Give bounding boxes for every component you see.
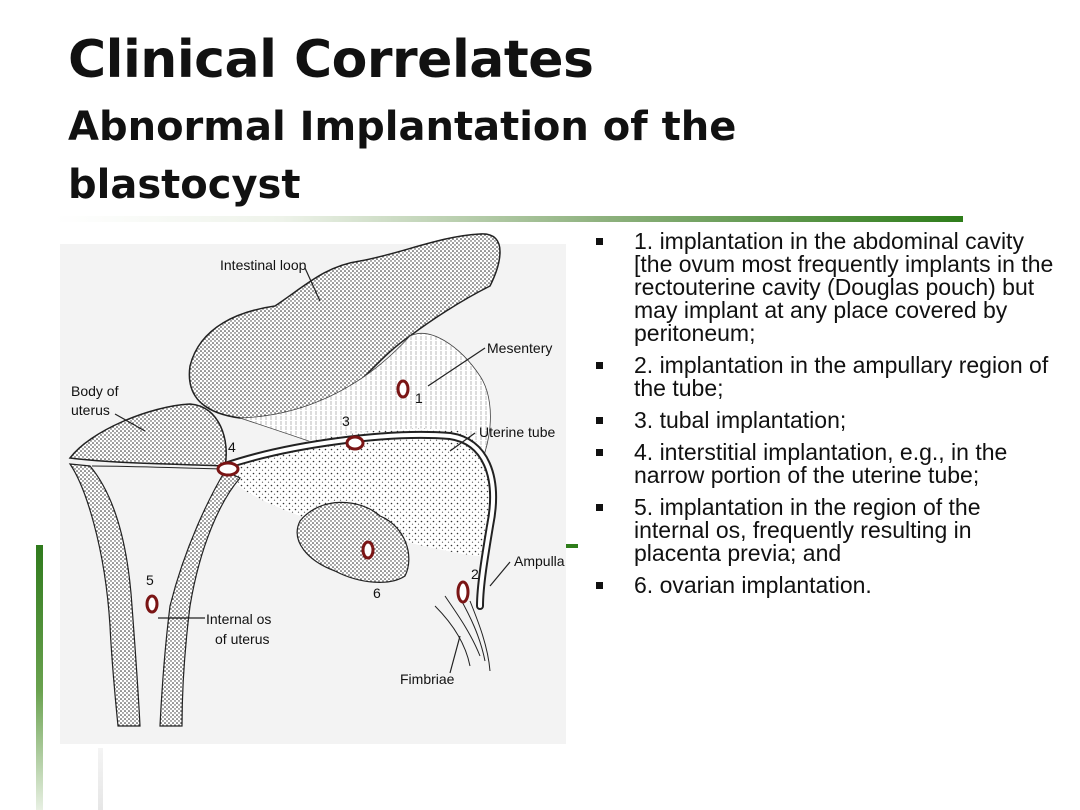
bullet-square-icon	[596, 417, 603, 424]
uterus-left-wall	[68, 463, 141, 727]
label-ampulla: Ampulla	[514, 553, 565, 569]
list-item-text: 6. ovarian implantation.	[634, 572, 872, 598]
bullet-square-icon	[596, 238, 603, 245]
tube-region-shape	[220, 428, 491, 556]
uterine-tube-lumen	[223, 432, 495, 608]
list-item: 1. implantation in the abdominal cavity …	[590, 230, 1060, 345]
list-item-text: 1. implantation in the abdominal cavity …	[634, 228, 1054, 346]
site-number-2: 2	[471, 566, 479, 582]
implantation-site-6	[361, 540, 375, 560]
site-number-3: 3	[342, 413, 350, 429]
implantation-site-4	[216, 461, 240, 477]
list-item: 5. implantation in the region of the int…	[590, 496, 1060, 565]
label-internal-os-2: of uterus	[215, 631, 269, 647]
bullet-square-icon	[596, 449, 603, 456]
implantation-site-3	[345, 435, 365, 451]
list-item-text: 2. implantation in the ampullary region …	[634, 352, 1049, 401]
label-mesentery: Mesentery	[487, 340, 552, 356]
list-item-text: 3. tubal implantation;	[634, 407, 847, 433]
implantation-list: 1. implantation in the abdominal cavity …	[590, 230, 1060, 606]
uterine-cavity	[91, 465, 224, 470]
left-accent-bar	[36, 545, 43, 810]
list-item: 4. interstitial implantation, e.g., in t…	[590, 441, 1060, 487]
list-item: 3. tubal implantation;	[590, 409, 1060, 432]
implantation-site-2	[456, 580, 470, 604]
label-body-of-uterus-2: uterus	[71, 402, 110, 418]
site-number-4: 4	[228, 439, 236, 455]
bullet-square-icon	[596, 582, 603, 589]
ovary-shape	[296, 501, 410, 583]
list-item-text: 5. implantation in the region of the int…	[634, 494, 981, 566]
label-body-of-uterus-1: Body of	[71, 383, 119, 399]
site-number-5: 5	[146, 572, 154, 588]
leader-lines	[114, 267, 511, 674]
fimbriae-shape	[434, 595, 491, 672]
accent-tick	[563, 544, 578, 548]
implantation-site-5	[145, 594, 159, 614]
list-item: 6. ovarian implantation.	[590, 574, 1060, 597]
implantation-diagram-svg: Intestinal loop Mesentery Body of uterus…	[60, 233, 566, 744]
label-uterine-tube: Uterine tube	[479, 424, 555, 440]
title-divider	[55, 216, 963, 222]
label-intestinal-loop: Intestinal loop	[220, 257, 307, 273]
site-number-6: 6	[373, 585, 381, 601]
implantation-site-1	[396, 379, 410, 399]
bullet-square-icon	[596, 362, 603, 369]
site-number-1: 1	[415, 390, 423, 406]
label-internal-os-1: Internal os	[206, 611, 271, 627]
slide-title: Clinical Correlates	[68, 30, 594, 90]
uterus-right-wall	[159, 470, 241, 727]
bullet-square-icon	[596, 504, 603, 511]
slide-subtitle: Abnormal Implantation of the blastocyst	[68, 104, 737, 208]
uterus-body-shape	[68, 403, 227, 467]
list-item-text: 4. interstitial implantation, e.g., in t…	[634, 439, 1008, 488]
left-accent-bar-light	[98, 748, 103, 810]
implantation-diagram: Intestinal loop Mesentery Body of uterus…	[60, 226, 570, 746]
list-item: 2. implantation in the ampullary region …	[590, 354, 1060, 400]
label-fimbriae: Fimbriae	[400, 671, 455, 687]
